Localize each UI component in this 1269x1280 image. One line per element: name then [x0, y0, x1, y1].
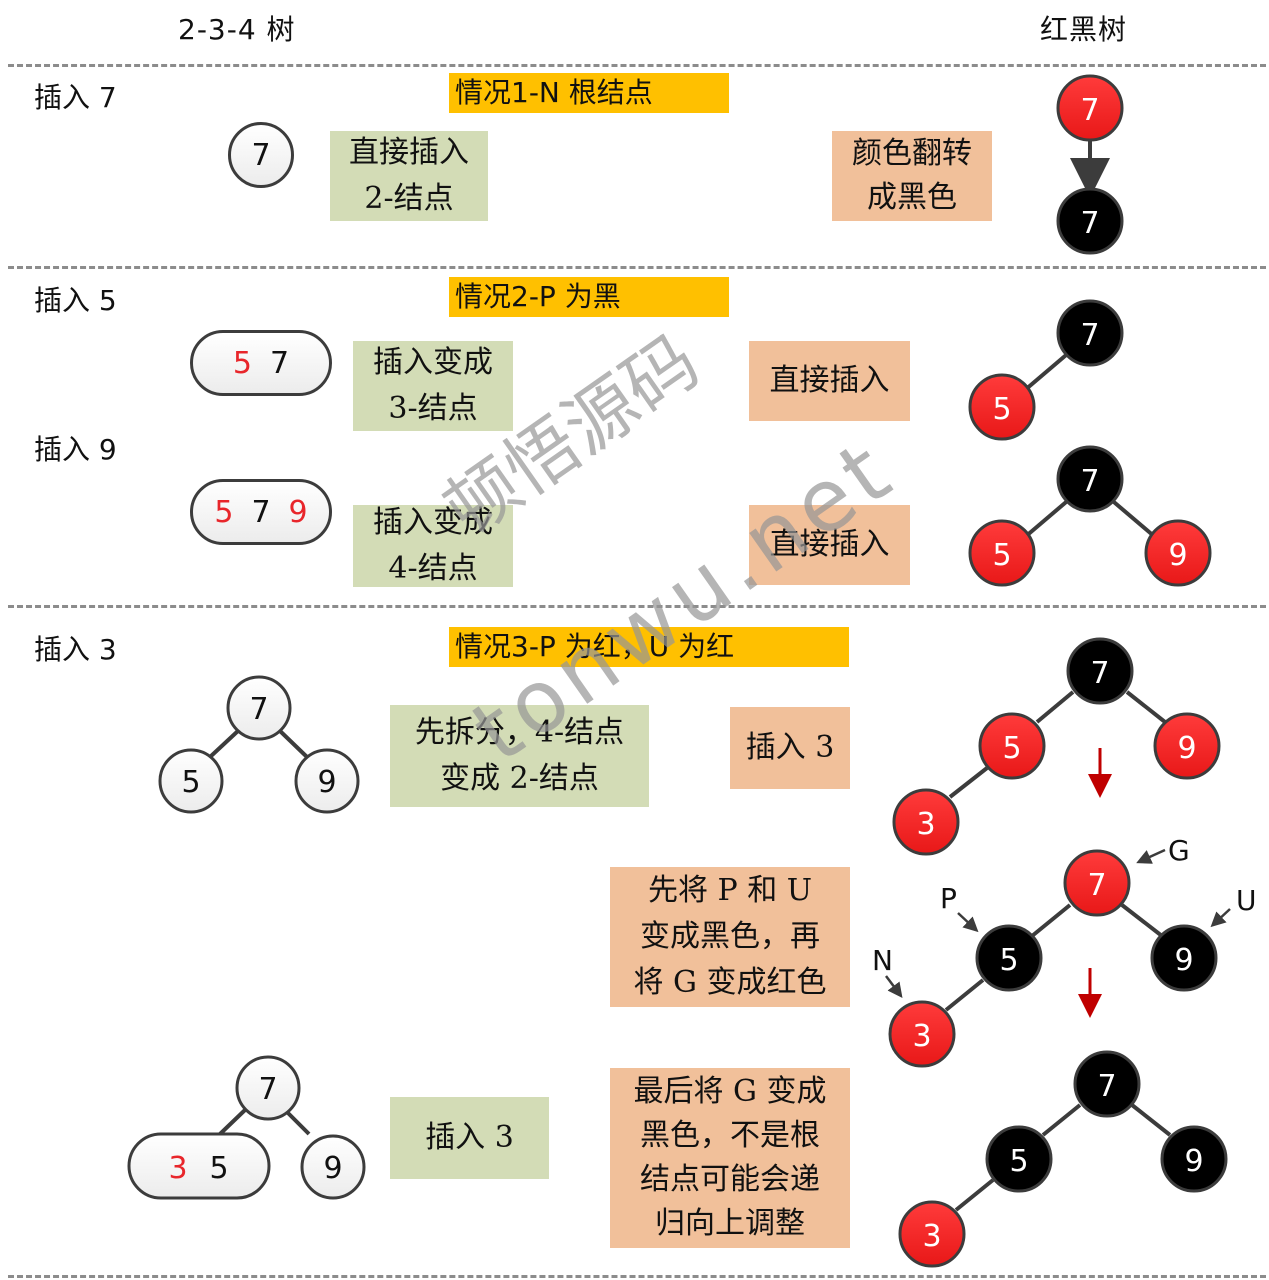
svg-text:9: 9	[317, 765, 336, 800]
svg-text:7: 7	[1080, 93, 1099, 128]
svg-text:7: 7	[258, 1072, 277, 1107]
note-line: 直接插入	[349, 135, 469, 170]
insert-label: 插入 3	[34, 633, 117, 666]
svg-text:7: 7	[249, 692, 268, 727]
svg-text:9: 9	[1174, 943, 1193, 978]
note-peach: 直接插入	[749, 341, 910, 421]
note-line: 将 G 变成红色	[633, 965, 827, 1000]
note-green: 插入变成 4-结点	[353, 505, 513, 587]
note-line: 3-结点	[388, 391, 478, 426]
note-line: 2-结点	[364, 181, 454, 216]
note-green: 直接插入 2-结点	[330, 131, 488, 221]
svg-text:9: 9	[323, 1151, 342, 1186]
tag-u: U	[1236, 884, 1257, 917]
node-key: 5	[232, 345, 252, 381]
rb-tree-case1: 7 7	[1056, 74, 1124, 255]
note-line: 黑色，不是根	[640, 1118, 820, 1153]
note-line: 插入变成	[373, 505, 493, 540]
svg-text:7: 7	[1097, 1069, 1116, 1104]
note-line: 直接插入	[769, 363, 890, 398]
svg-text:3: 3	[168, 1151, 187, 1186]
node-234: 7	[228, 122, 294, 188]
case-label: 情况2-P 为黑	[449, 277, 729, 317]
note-line: 变成 2-结点	[440, 761, 599, 796]
tag-p: P	[940, 882, 957, 915]
note-green: 插入 3	[390, 1097, 549, 1179]
svg-text:5: 5	[999, 943, 1018, 978]
svg-text:3: 3	[922, 1219, 941, 1254]
tree-234-result: 7 3 5 9	[127, 1055, 366, 1200]
note-peach: 先将 P 和 U 变成黑色，再 将 G 变成红色	[610, 867, 850, 1007]
svg-text:9: 9	[1168, 538, 1187, 573]
svg-text:3: 3	[916, 807, 935, 842]
svg-text:7: 7	[1087, 868, 1106, 903]
svg-text:5: 5	[1009, 1144, 1028, 1179]
note-line: 先将 P 和 U	[647, 873, 813, 908]
tree-234-split: 7 5 9	[158, 675, 360, 814]
svg-text:3: 3	[912, 1019, 931, 1054]
tag-g: G	[1168, 834, 1190, 867]
case-label: 情况3-P 为红，U 为红	[449, 627, 849, 667]
rb-trees-case3: 7 5 9 3 7 5 9 3 G P U N 7	[872, 637, 1257, 1268]
svg-text:5: 5	[992, 538, 1011, 573]
node-key: 7	[251, 137, 271, 173]
svg-text:9: 9	[1184, 1144, 1203, 1179]
node-key: 7	[251, 494, 271, 530]
note-line: 归向上调整	[655, 1206, 805, 1241]
node-key: 5	[214, 494, 234, 530]
svg-text:9: 9	[1177, 731, 1196, 766]
divider	[8, 64, 1266, 67]
svg-text:5: 5	[1002, 731, 1021, 766]
svg-text:5: 5	[992, 392, 1011, 427]
note-line: 插入 3	[425, 1120, 514, 1155]
node-234-4node: 5 7 9	[190, 479, 332, 545]
svg-text:7: 7	[1090, 656, 1109, 691]
note-peach: 插入 3	[730, 707, 850, 789]
note-line: 最后将 G 变成	[633, 1074, 827, 1109]
note-line: 插入 3	[745, 730, 835, 765]
insert-label: 插入 5	[34, 284, 117, 317]
svg-text:5: 5	[209, 1151, 228, 1186]
rb-trees-case2: 7 5 7 5 9	[968, 299, 1212, 587]
insert-label: 插入 7	[34, 81, 117, 114]
title-234-tree: 2-3-4 树	[178, 13, 296, 46]
note-line: 直接插入	[769, 527, 890, 562]
note-line: 插入变成	[373, 345, 493, 380]
node-key: 7	[270, 345, 290, 381]
note-line: 成黑色	[867, 180, 957, 215]
note-line: 4-结点	[388, 551, 478, 586]
note-peach: 直接插入	[749, 505, 910, 585]
note-line: 结点可能会递	[640, 1162, 820, 1197]
note-line: 先拆分，4-结点	[414, 715, 625, 750]
divider	[8, 266, 1266, 269]
rb-node-black	[1056, 187, 1124, 255]
title-red-black-tree: 红黑树	[1040, 13, 1128, 46]
insert-label: 插入 9	[34, 433, 117, 466]
rb-node-red	[1056, 74, 1124, 142]
note-line: 变成黑色，再	[640, 919, 820, 954]
svg-text:7: 7	[1080, 318, 1099, 353]
note-green: 插入变成 3-结点	[353, 341, 513, 431]
note-green: 先拆分，4-结点 变成 2-结点	[390, 705, 649, 807]
note-peach: 颜色翻转 成黑色	[832, 131, 992, 221]
svg-text:7: 7	[1080, 464, 1099, 499]
case-label: 情况1-N 根结点	[449, 73, 729, 113]
note-line: 颜色翻转	[852, 136, 972, 171]
node-key: 9	[288, 494, 308, 530]
node-234-3node: 5 7	[190, 330, 332, 396]
svg-text:7: 7	[1080, 206, 1099, 241]
note-peach: 最后将 G 变成 黑色，不是根 结点可能会递 归向上调整	[610, 1068, 850, 1248]
tag-n: N	[872, 944, 893, 977]
divider	[8, 1275, 1266, 1278]
svg-text:5: 5	[181, 765, 200, 800]
divider	[8, 605, 1266, 608]
